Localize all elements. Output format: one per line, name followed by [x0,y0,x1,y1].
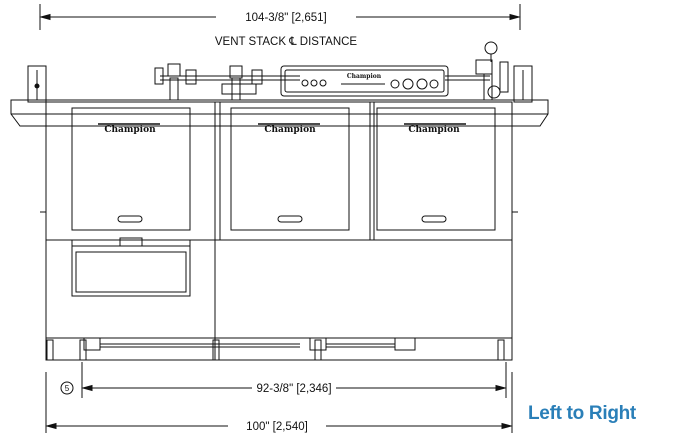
door-panel-left-brand: Champion [104,125,156,135]
top-deck [10,99,549,127]
vent-stack-caption: VENT STACK ℄ DISTANCE [215,36,358,48]
control-box-brand: Champion [347,73,382,80]
orientation-label: Left to Right [528,403,636,424]
door-panel-center: Champion [230,107,350,231]
callout-number: 5 [65,384,70,393]
leg-span-dimension: 92-3/8" [2,346] 5 [60,362,507,398]
machine-body [40,101,518,361]
leg-span-label: 92-3/8" [2,346] [256,383,331,395]
legs [46,339,505,361]
arrowhead-right [501,422,513,430]
base-frame [83,337,416,351]
overall-length-dimension: 100" [2,540] [45,372,513,433]
plumbing-assembly [154,41,509,101]
arrowhead-left [81,384,93,392]
overall-length-label: 100" [2,540] [246,421,308,433]
arrowhead-right [509,13,521,21]
control-box: Champion [280,65,449,97]
arrowhead-right [495,384,507,392]
door-panel-right: Champion [376,107,496,231]
door-panel-left: Champion [71,107,191,231]
arrowhead-left [45,422,57,430]
door-panel-right-brand: Champion [408,125,460,135]
vent-stack-distance-label: 104-3/8" [2,651] [245,12,326,24]
vent-stack-right [513,65,533,103]
arrowhead-left [39,13,51,21]
door-panel-center-brand: Champion [264,125,316,135]
vent-stack-dimension: 104-3/8" [2,651] VENT STACK ℄ DISTANCE [39,4,521,48]
lower-drawer [71,237,191,297]
vent-stack-left [27,65,47,103]
callout-circle [60,381,74,395]
